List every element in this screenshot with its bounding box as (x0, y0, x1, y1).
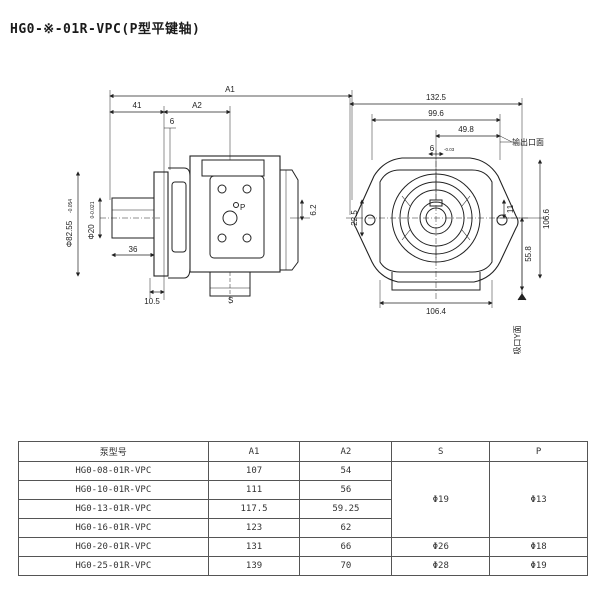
dim-10-5: 10.5 (144, 297, 160, 306)
cell-a1: 123 (207, 518, 301, 538)
cell-p: Φ19 (489, 556, 588, 576)
cell-s: Φ28 (391, 556, 491, 576)
cell-a1: 111 (207, 480, 301, 500)
label-outlet-face: 输出口面 (512, 137, 544, 147)
dim-49-8: 49.8 (458, 125, 474, 134)
dim-41: 41 (133, 101, 142, 110)
cell-model: HG0-25-01R-VPC (18, 556, 209, 576)
label-s: S (228, 296, 233, 305)
cell-a1: 139 (207, 556, 301, 576)
dim-a1: A1 (225, 85, 235, 94)
header-s: S (391, 441, 491, 462)
cell-a2: 59.25 (299, 499, 393, 519)
cell-model: HG0-10-01R-VPC (18, 480, 209, 500)
table-row: HG0-20-01R-VPC 131 66 Φ26 Φ18 (18, 537, 588, 557)
table-row: HG0-25-01R-VPC 139 70 Φ28 Φ19 (18, 556, 588, 576)
cell-a2: 56 (299, 480, 393, 500)
cell-s: Φ26 (391, 537, 491, 557)
dim-flange-tol: -0.054 (68, 199, 74, 213)
front-view (75, 90, 353, 304)
dim-106-6: 106.6 (542, 208, 551, 229)
cell-a1: 131 (207, 537, 301, 557)
cell-a2: 54 (299, 461, 393, 481)
cell-a1: 117.5 (207, 499, 301, 519)
cell-a2: 62 (299, 518, 393, 538)
label-p: P (240, 203, 245, 212)
dim-6-2: 6.2 (309, 204, 318, 216)
cell-a2: 66 (299, 537, 393, 557)
header-p: P (489, 441, 588, 462)
dim-shaft-dia: Φ20 (87, 224, 96, 240)
spec-table: 泵型号 A1 A2 S P HG0-08-01R-VPC 107 54 Φ19 … (18, 441, 588, 576)
dim-106-4: 106.4 (426, 307, 447, 316)
header-a1: A1 (207, 441, 301, 462)
cell-p: Φ18 (489, 537, 588, 557)
dim-22-5: 22.5 (350, 210, 359, 226)
dim-side-6: 6 (430, 144, 435, 153)
dim-99-6: 99.6 (428, 109, 444, 118)
cell-model: HG0-16-01R-VPC (18, 518, 209, 538)
cell-a2: 70 (299, 556, 393, 576)
side-view (346, 98, 546, 308)
page-title: HG0-※-01R-VPC(P型平键轴) (10, 22, 201, 37)
cell-model: HG0-13-01R-VPC (18, 499, 209, 519)
dim-132-5: 132.5 (426, 93, 447, 102)
dim-55-8: 55.8 (524, 246, 533, 262)
header-a2: A2 (299, 441, 393, 462)
table-row: HG0-10-01R-VPC 111 56 (18, 480, 588, 500)
header-model: 泵型号 (18, 441, 209, 462)
dim-11: 11 (506, 204, 515, 213)
cell-model: HG0-20-01R-VPC (18, 537, 209, 557)
dim-flange-dia: Φ82.55 (65, 220, 74, 247)
table-row: HG0-08-01R-VPC 107 54 Φ19 Φ13 (18, 461, 588, 538)
cell-p-merged: Φ13 (489, 461, 588, 538)
dim-a2: A2 (192, 101, 202, 110)
cell-a1: 107 (207, 461, 301, 481)
dim-36: 36 (129, 245, 138, 254)
dim-shaft-tol: 0-0.021 (90, 201, 96, 218)
cell-model: HG0-08-01R-VPC (18, 461, 209, 481)
table-header-row: 泵型号 A1 A2 S P (18, 441, 588, 462)
dim-side-6-tol: -0.03 (444, 147, 455, 152)
technical-drawing: A1 A2 41 6 36 10.5 6.2 Φ20 0-0.021 Φ82.5… (65, 85, 551, 355)
label-inlet-face: 吸口Y面 (513, 325, 522, 354)
dim-6: 6 (170, 117, 175, 126)
table-row: HG0-16-01R-VPC 123 62 (18, 518, 588, 538)
cell-s-merged: Φ19 (391, 461, 491, 538)
